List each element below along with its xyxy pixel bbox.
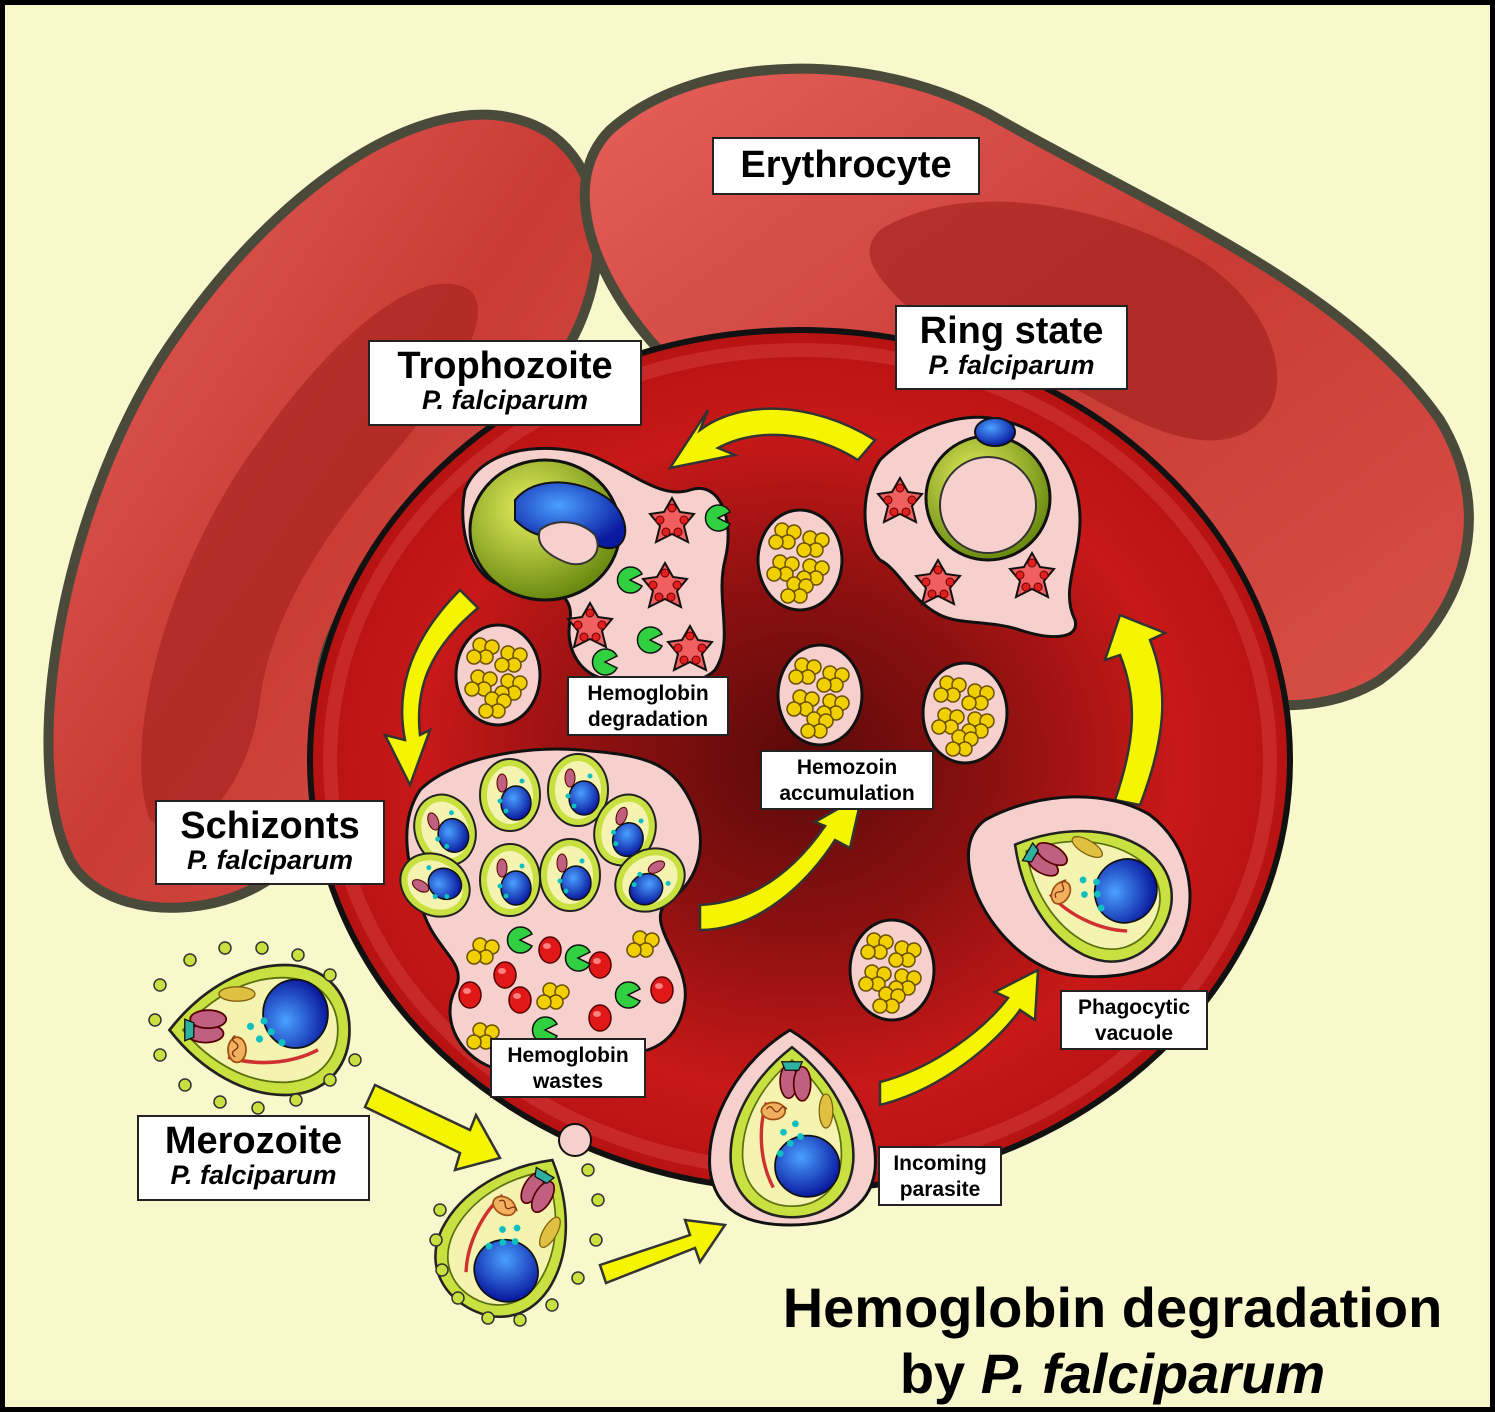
phagocytic-vacuole-parasite bbox=[966, 789, 1195, 985]
trophozoite-parasite bbox=[461, 446, 731, 686]
hemoglobin-degradation-label: Hemoglobin degradation bbox=[567, 676, 729, 736]
schizonts-title: Schizonts bbox=[180, 805, 360, 847]
attaching-merozoite bbox=[412, 1123, 608, 1340]
trophozoite-species: P. falciparum bbox=[421, 385, 589, 415]
merozoite-label: Merozoite P. falciparum bbox=[137, 1115, 370, 1201]
trophozoite-label: Trophozoite P. falciparum bbox=[368, 340, 642, 426]
schizonts-species: P. falciparum bbox=[186, 845, 354, 875]
erythrocyte-label: Erythrocyte bbox=[712, 137, 980, 195]
free-merozoite bbox=[148, 941, 362, 1115]
hemoglobin-degradation-line2: degradation bbox=[587, 708, 709, 731]
ring-state-label: Ring state P. falciparum bbox=[895, 305, 1128, 390]
hemoglobin-wastes-label: Hemoglobin wastes bbox=[490, 1038, 646, 1098]
ring-state-title: Ring state bbox=[919, 310, 1104, 352]
incoming-parasite-label: Incoming parasite bbox=[878, 1146, 1002, 1206]
incoming-parasite bbox=[708, 1028, 877, 1227]
hemoglobin-wastes-line2: wastes bbox=[532, 1070, 604, 1093]
schizont-parasite bbox=[387, 747, 702, 1074]
schizonts-label: Schizonts P. falciparum bbox=[155, 800, 385, 885]
trophozoite-title: Trophozoite bbox=[397, 345, 613, 387]
hemozoin-accumulation-line1: Hemozoin bbox=[796, 756, 898, 779]
hemozoin-accumulation-line2: accumulation bbox=[779, 782, 915, 805]
erythrocyte-label-text: Erythrocyte bbox=[740, 144, 952, 186]
hemoglobin-wastes-line1: Hemoglobin bbox=[507, 1044, 629, 1067]
ring-state-species: P. falciparum bbox=[928, 350, 1095, 380]
incoming-parasite-line2: parasite bbox=[899, 1178, 981, 1201]
phagocytic-vacuole-label: Phagocytic vacuole bbox=[1060, 990, 1208, 1050]
cycle-arrows bbox=[363, 407, 1169, 1285]
hemoglobin-degradation-line1: Hemoglobin bbox=[587, 682, 709, 705]
ring-state-parasite bbox=[863, 415, 1082, 639]
diagram-title: Hemoglobin degradation by P. falciparum bbox=[740, 1275, 1485, 1407]
phagocytic-vacuole-line2: vacuole bbox=[1094, 1022, 1174, 1045]
merozoite-title: Merozoite bbox=[164, 1120, 343, 1162]
incoming-parasite-line1: Incoming bbox=[893, 1152, 987, 1175]
phagocytic-vacuole-line1: Phagocytic bbox=[1077, 996, 1191, 1019]
hemozoin-accumulation-label: Hemozoin accumulation bbox=[760, 750, 934, 810]
merozoite-species: P. falciparum bbox=[170, 1160, 337, 1190]
title-line-1: Hemoglobin degradation bbox=[782, 1276, 1443, 1339]
title-line-2-prefix: by bbox=[899, 1342, 981, 1405]
title-line-2: by P. falciparum bbox=[740, 1341, 1485, 1407]
title-line-2-species: P. falciparum bbox=[980, 1342, 1326, 1405]
